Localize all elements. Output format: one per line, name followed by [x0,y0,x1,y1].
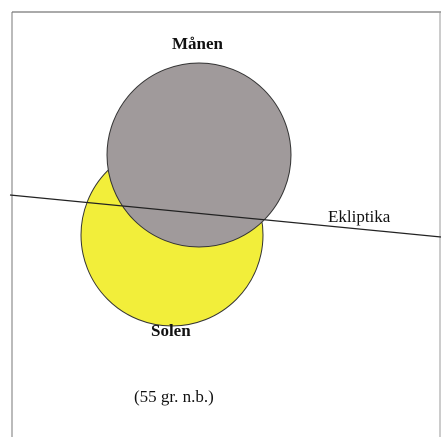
sun-label: Solen [151,321,191,340]
moon-label: Månen [172,34,224,53]
latitude-note: (55 gr. n.b.) [134,387,214,406]
ecliptic-label: Ekliptika [328,207,391,226]
